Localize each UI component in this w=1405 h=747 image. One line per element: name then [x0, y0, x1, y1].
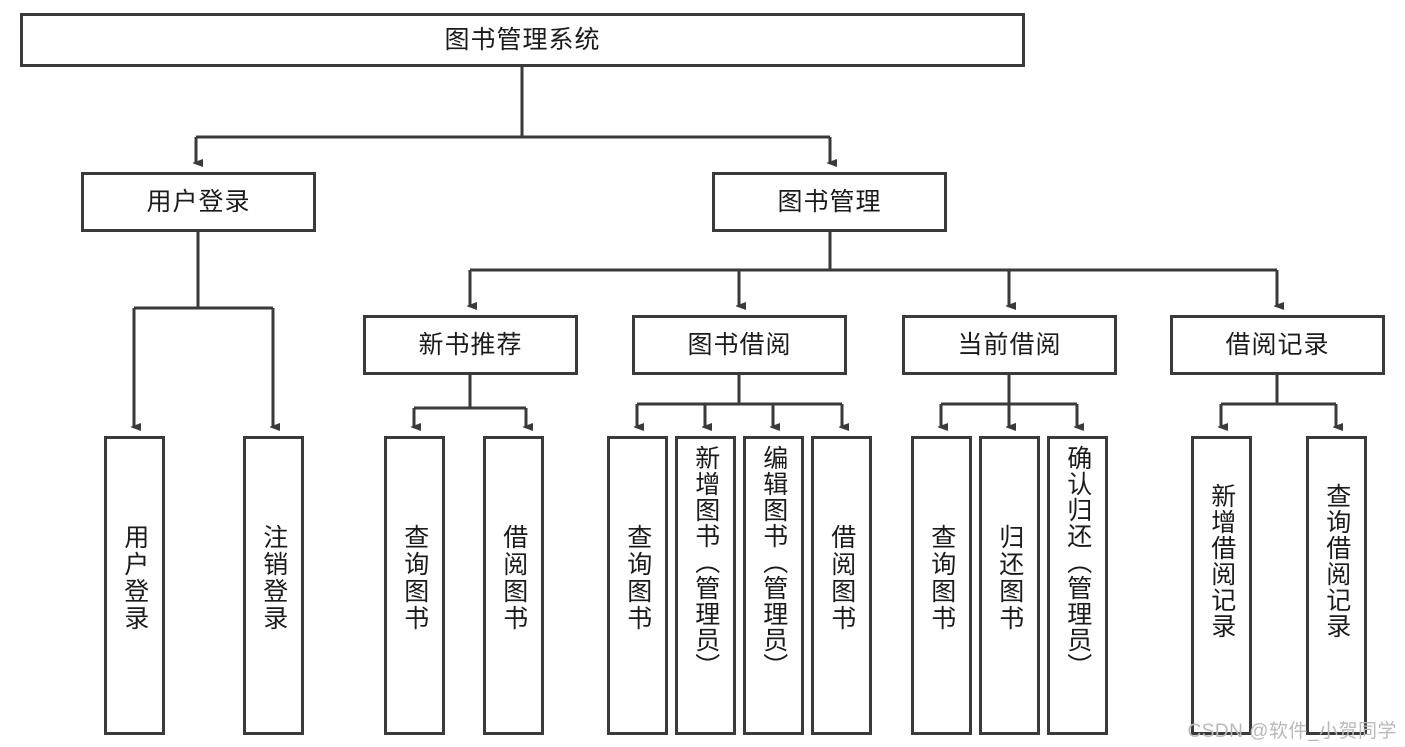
leaf-user-login-logout[interactable]: 注销登录	[243, 436, 304, 735]
leaf-label: 借阅图书	[827, 524, 856, 632]
node-book-manage-label: 图书管理	[777, 187, 882, 216]
leaf-new-book-borrow[interactable]: 借阅图书	[483, 436, 544, 735]
node-user-login[interactable]: 用户登录	[81, 172, 316, 232]
leaf-label: 借阅图书	[499, 524, 528, 632]
node-current-borrow[interactable]: 当前借阅	[902, 315, 1117, 375]
node-book-manage[interactable]: 图书管理	[712, 172, 947, 232]
leaf-label: 查询借阅记录	[1322, 483, 1351, 639]
leaf-book-borrow-borrow[interactable]: 借阅图书	[811, 436, 872, 735]
node-new-book-recommend-label: 新书推荐	[418, 330, 523, 359]
node-borrow-record-label: 借阅记录	[1225, 330, 1330, 359]
watermark: CSDN @软件_小贺同学	[1187, 721, 1397, 742]
node-book-borrow-label: 图书借阅	[687, 330, 792, 359]
leaf-label: 确认归还（管理员）	[1063, 445, 1092, 679]
node-user-login-label: 用户登录	[146, 187, 251, 216]
leaf-book-borrow-edit[interactable]: 编辑图书（管理员）	[743, 436, 804, 735]
leaf-label: 查询图书	[623, 524, 652, 632]
leaf-label: 用户登录	[120, 524, 149, 632]
node-root-label: 图书管理系统	[444, 25, 601, 54]
leaf-user-login-login[interactable]: 用户登录	[104, 436, 165, 735]
leaf-current-borrow-query[interactable]: 查询图书	[911, 436, 972, 735]
leaf-current-borrow-return[interactable]: 归还图书	[979, 436, 1040, 735]
node-root[interactable]: 图书管理系统	[20, 13, 1025, 67]
leaf-label: 查询图书	[927, 524, 956, 632]
leaf-new-book-query[interactable]: 查询图书	[384, 436, 445, 735]
leaf-label: 新增图书（管理员）	[691, 445, 720, 679]
leaf-book-borrow-add[interactable]: 新增图书（管理员）	[675, 436, 736, 735]
leaf-borrow-record-query[interactable]: 查询借阅记录	[1306, 436, 1367, 735]
leaf-label: 归还图书	[995, 524, 1024, 632]
leaf-current-borrow-confirm[interactable]: 确认归还（管理员）	[1047, 436, 1108, 735]
leaf-label: 查询图书	[400, 524, 429, 632]
node-new-book-recommend[interactable]: 新书推荐	[363, 315, 578, 375]
leaf-borrow-record-add[interactable]: 新增借阅记录	[1191, 436, 1252, 735]
node-current-borrow-label: 当前借阅	[957, 330, 1062, 359]
node-borrow-record[interactable]: 借阅记录	[1170, 315, 1385, 375]
node-book-borrow[interactable]: 图书借阅	[632, 315, 847, 375]
leaf-label: 编辑图书（管理员）	[759, 445, 788, 679]
leaf-label: 新增借阅记录	[1207, 483, 1236, 639]
leaf-book-borrow-query[interactable]: 查询图书	[607, 436, 668, 735]
leaf-label: 注销登录	[259, 524, 288, 632]
